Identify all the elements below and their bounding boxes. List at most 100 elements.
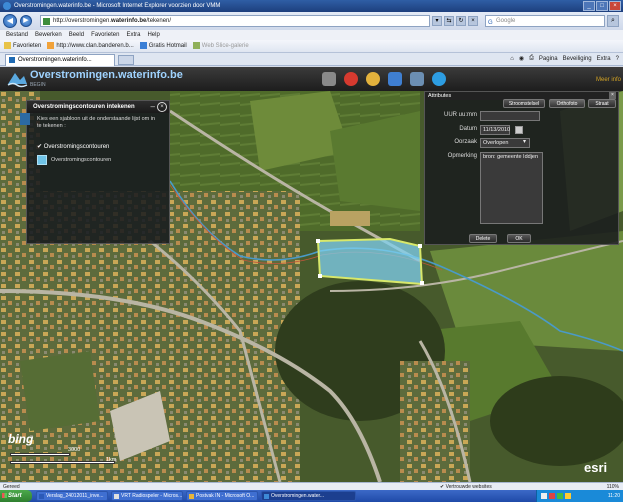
close-window-button[interactable]: ×: [609, 1, 621, 11]
chevron-down-icon[interactable]: ▾: [523, 139, 527, 145]
template-label: Overstromingscontouren: [51, 157, 112, 163]
draw-contours-panel: Overstromingscontouren intekenen – × Kie…: [20, 100, 170, 244]
tab-overstromingen[interactable]: Overstromingen.waterinfo...: [5, 54, 115, 66]
dropdown-arrow-icon[interactable]: ▾: [432, 16, 442, 26]
network-icon[interactable]: [541, 493, 547, 499]
maximize-button[interactable]: □: [596, 1, 608, 11]
refresh-icon[interactable]: ↻: [456, 16, 466, 26]
outlook-icon: [189, 494, 194, 499]
draw-tool-icon[interactable]: [388, 72, 402, 86]
task-label: Overstromingen.water...: [271, 493, 325, 499]
stop-tool-icon[interactable]: [344, 72, 358, 86]
attributes-dialog: Attributes × Stroomstelsel Orthofoto Str…: [424, 91, 619, 245]
command-bar: ⌂ ◉ ⎙ Pagina Beveiliging Extra ?: [510, 55, 619, 62]
menu-bewerken[interactable]: Bewerken: [35, 32, 62, 38]
taskbar-item-vrt[interactable]: VRT Radiospeler - Micros...: [111, 491, 183, 501]
home-icon[interactable]: ⌂: [510, 55, 514, 62]
bing-logo: bing: [8, 432, 34, 446]
volume-icon[interactable]: [565, 493, 571, 499]
attributes-title: Attributes: [428, 93, 452, 99]
template-item[interactable]: Overstromingscontouren: [37, 155, 111, 165]
url-host: waterinfo.be: [111, 18, 147, 24]
panel-tab-icon[interactable]: [20, 113, 30, 125]
favorites-button[interactable]: Favorieten: [4, 42, 41, 50]
taskbar-item-word[interactable]: Verslag_24012011_inve...: [36, 491, 108, 501]
favorite-item-1[interactable]: http://www.clan.banderen.b...: [47, 42, 134, 50]
zoom-level[interactable]: 110%: [606, 484, 619, 490]
app-title: Overstromingen.waterinfo.be: [30, 69, 183, 81]
menu-beeld[interactable]: Beeld: [68, 32, 85, 38]
antivirus-icon[interactable]: [549, 493, 555, 499]
opmerking-textarea[interactable]: bron: gemeente Iddjen: [480, 152, 543, 224]
scale-line-large: [10, 461, 115, 464]
task-label: Postvak IN - Microsoft O...: [196, 493, 255, 499]
taskbar-item-overstromingen[interactable]: Overstromingen.water...: [261, 491, 356, 501]
layers-tool-icon[interactable]: [366, 72, 380, 86]
feeds-icon[interactable]: ◉: [518, 56, 525, 62]
window-title: Overstromingen.waterinfo.be - Microsoft …: [14, 3, 221, 9]
app-header: Overstromingen.waterinfo.be BEGIN Meer i…: [0, 67, 623, 91]
command-pagina[interactable]: Pagina: [538, 55, 558, 62]
edit-tool-icon[interactable]: [410, 72, 424, 86]
close-panel-button[interactable]: ×: [157, 102, 167, 112]
uur-input[interactable]: [480, 111, 540, 121]
favorite-item-label: Web Slice-galerie: [201, 43, 249, 50]
clock: 11:20: [607, 493, 620, 499]
delete-button[interactable]: Delete: [469, 234, 497, 243]
search-icon[interactable]: ⌕: [607, 15, 619, 27]
calendar-icon[interactable]: [515, 126, 523, 134]
app-subtitle-link[interactable]: BEGIN: [30, 82, 46, 88]
back-button[interactable]: ◀: [3, 14, 17, 28]
update-icon[interactable]: [557, 493, 563, 499]
app-toolbar: [322, 72, 446, 86]
info-tool-icon[interactable]: [432, 72, 446, 86]
waterinfo-logo-icon: [7, 73, 28, 88]
favorite-item-2[interactable]: Gratis Hotmail: [139, 42, 187, 50]
home-tool-icon[interactable]: [322, 72, 336, 86]
command-beveiliging[interactable]: Beveiliging: [562, 55, 592, 62]
star-icon: [4, 42, 11, 50]
stop-icon[interactable]: ×: [468, 16, 478, 26]
minimize-button[interactable]: _: [583, 1, 595, 11]
compatibility-icon[interactable]: ⇆: [444, 16, 454, 26]
print-icon[interactable]: ⎙: [529, 55, 534, 61]
hotmail-icon: [139, 42, 147, 50]
close-attributes-button[interactable]: ×: [609, 92, 616, 99]
esri-logo: esri: [584, 460, 608, 475]
taskbar-item-outlook[interactable]: Postvak IN - Microsoft O...: [186, 491, 258, 501]
tab-favicon-icon: [9, 57, 15, 63]
window-titlebar: Overstromingen.waterinfo.be - Microsoft …: [0, 0, 623, 12]
oorzaak-select[interactable]: Overlopen: [480, 138, 530, 148]
url-field[interactable]: http://overstromingen.waterinfo.be/teken…: [40, 15, 430, 27]
datum-input[interactable]: 11/13/2010: [480, 125, 510, 135]
orthofoto-button[interactable]: Orthofoto: [549, 99, 585, 108]
straat-button[interactable]: Straat: [588, 99, 616, 108]
minimize-panel-button[interactable]: –: [150, 102, 155, 111]
flood-contour-polygon[interactable]: [316, 237, 424, 286]
word-icon: [39, 494, 44, 499]
panel-header: [27, 101, 169, 113]
stroomstelsel-button[interactable]: Stroomstelsel: [503, 99, 545, 108]
web-slice-icon: [192, 42, 200, 50]
panel-title: Overstromingscontouren intekenen: [33, 104, 135, 110]
new-tab-button[interactable]: [118, 55, 134, 65]
favorite-item-3[interactable]: Web Slice-galerie: [192, 42, 249, 50]
command-extra[interactable]: Extra: [596, 55, 611, 62]
page-icon: [47, 42, 55, 50]
layer-row: ✔ Overstromingscontouren: [37, 144, 110, 150]
menu-favorieten[interactable]: Favorieten: [91, 32, 120, 38]
forward-button[interactable]: ▶: [20, 15, 32, 27]
menu-bestand[interactable]: Bestand: [6, 32, 29, 38]
search-provider-icon: G: [488, 20, 493, 26]
ok-button[interactable]: OK: [507, 234, 531, 243]
system-tray: 11:20: [536, 490, 623, 502]
search-input[interactable]: G Google: [485, 15, 605, 27]
start-button[interactable]: Start: [0, 490, 32, 502]
help-icon[interactable]: ?: [615, 55, 619, 62]
menu-extra[interactable]: Extra: [126, 32, 141, 38]
ie-icon: [3, 2, 11, 10]
more-info-link[interactable]: Meer info: [595, 77, 621, 83]
menu-help[interactable]: Help: [147, 32, 160, 38]
task-label: VRT Radiospeler - Micros...: [121, 493, 183, 499]
url-suffix: /tekenen/: [146, 18, 172, 24]
